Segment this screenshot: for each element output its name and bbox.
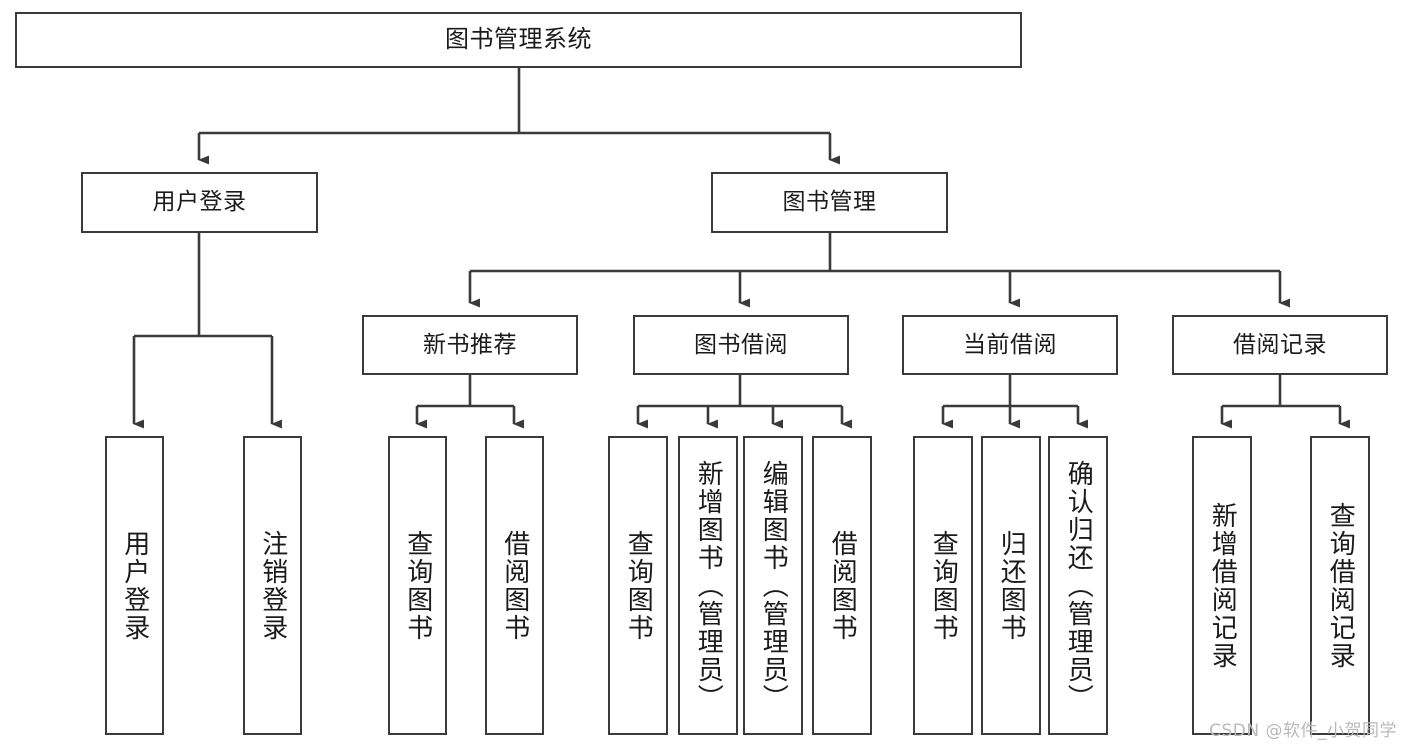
node-label: 确认归还（管理员）: [1063, 459, 1094, 712]
leaf-user-login-logout[interactable]: 注销登录: [243, 436, 302, 735]
node-book-management[interactable]: 图书管理: [711, 172, 948, 233]
node-borrow-record[interactable]: 借阅记录: [1172, 315, 1388, 375]
node-label: 新增图书（管理员）: [693, 459, 724, 712]
node-book-borrow[interactable]: 图书借阅: [633, 315, 849, 375]
leaf-book-borrow-add[interactable]: 新增图书（管理员）: [678, 436, 738, 735]
leaf-book-borrow-edit[interactable]: 编辑图书（管理员）: [743, 436, 803, 735]
leaf-current-borrow-return[interactable]: 归还图书: [981, 436, 1041, 735]
node-label: 图书管理系统: [445, 25, 592, 54]
leaf-book-borrow-borrow[interactable]: 借阅图书: [812, 436, 872, 735]
node-label: 新增借阅记录: [1207, 501, 1238, 670]
leaf-current-borrow-confirm-return[interactable]: 确认归还（管理员）: [1048, 436, 1108, 735]
node-label: 查询图书: [623, 529, 654, 642]
node-root-system[interactable]: 图书管理系统: [15, 12, 1022, 68]
node-current-borrow[interactable]: 当前借阅: [902, 315, 1118, 375]
leaf-current-borrow-query[interactable]: 查询图书: [913, 436, 973, 735]
node-label: 编辑图书（管理员）: [758, 459, 789, 712]
node-label: 借阅图书: [499, 529, 530, 642]
leaf-new-book-query[interactable]: 查询图书: [388, 436, 447, 735]
node-label: 图书管理: [782, 189, 877, 216]
csdn-watermark: CSDN @软件_小贺同学: [1209, 721, 1397, 741]
node-label: 归还图书: [996, 529, 1027, 642]
leaf-new-book-borrow[interactable]: 借阅图书: [485, 436, 544, 735]
node-label: 注销登录: [257, 529, 288, 642]
node-user-login[interactable]: 用户登录: [81, 172, 318, 233]
node-label: 借阅记录: [1233, 331, 1327, 358]
node-label: 借阅图书: [827, 529, 858, 642]
leaf-borrow-record-query[interactable]: 查询借阅记录: [1310, 436, 1370, 735]
node-label: 图书借阅: [694, 331, 788, 358]
node-label: 查询图书: [928, 529, 959, 642]
node-label: 用户登录: [119, 529, 150, 642]
leaf-borrow-record-add[interactable]: 新增借阅记录: [1192, 436, 1252, 735]
node-label: 查询借阅记录: [1325, 501, 1356, 670]
node-label: 新书推荐: [423, 331, 517, 358]
node-label: 查询图书: [402, 529, 433, 642]
leaf-user-login-login[interactable]: 用户登录: [105, 436, 164, 735]
leaf-book-borrow-query[interactable]: 查询图书: [608, 436, 668, 735]
node-label: 用户登录: [152, 189, 247, 216]
node-label: 当前借阅: [963, 331, 1057, 358]
node-new-book-recommend[interactable]: 新书推荐: [362, 315, 578, 375]
